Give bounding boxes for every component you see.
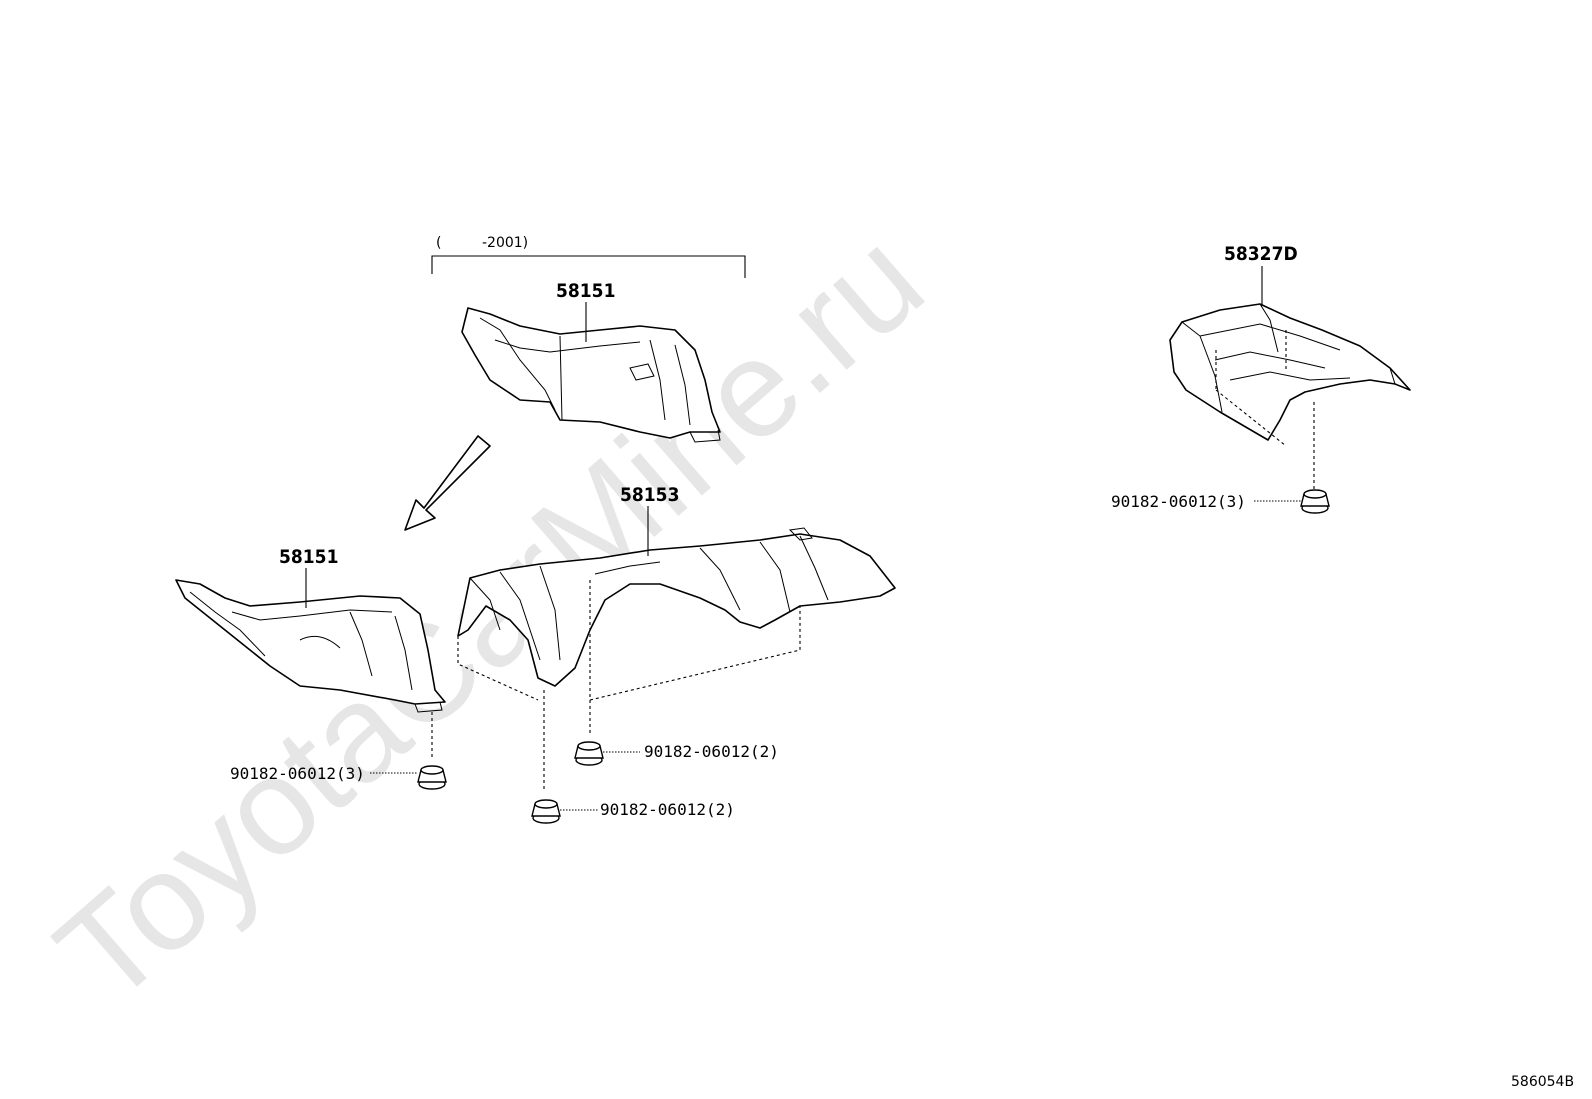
callout-58327D: 58327D — [1224, 243, 1298, 265]
heat-insulator-58151-lower[interactable] — [175, 579, 446, 713]
label-nut-right: 90182-06012(3) — [1111, 492, 1246, 511]
fastener-lines-right — [1215, 330, 1315, 492]
date-range-bracket: ( -2001) — [431, 235, 746, 278]
label-nut-center-lower: 90182-06012(2) — [600, 800, 735, 819]
arrow-down-left-icon — [404, 435, 491, 531]
flange-nut-right-icon — [1300, 489, 1330, 514]
date-range-end: -2001) — [482, 235, 528, 251]
label-nut-left: 90182-06012(3) — [230, 764, 365, 783]
flange-nut-left-icon — [417, 765, 447, 790]
heat-insulator-58153[interactable] — [457, 527, 896, 687]
date-range-open: ( — [436, 235, 441, 251]
assembly-outline — [457, 580, 801, 790]
heat-insulator-58327D[interactable] — [1169, 303, 1411, 441]
flange-nut-center-upper-icon — [574, 741, 604, 766]
callout-58151-lower: 58151 — [279, 546, 338, 568]
figure-code: 586054B — [1511, 1074, 1574, 1090]
label-nut-center-upper: 90182-06012(2) — [644, 742, 779, 761]
flange-nut-center-lower-icon — [531, 799, 561, 824]
heat-insulator-58151-upper[interactable] — [461, 307, 721, 443]
callout-58153: 58153 — [620, 484, 679, 506]
callout-58151-upper: 58151 — [556, 280, 615, 302]
